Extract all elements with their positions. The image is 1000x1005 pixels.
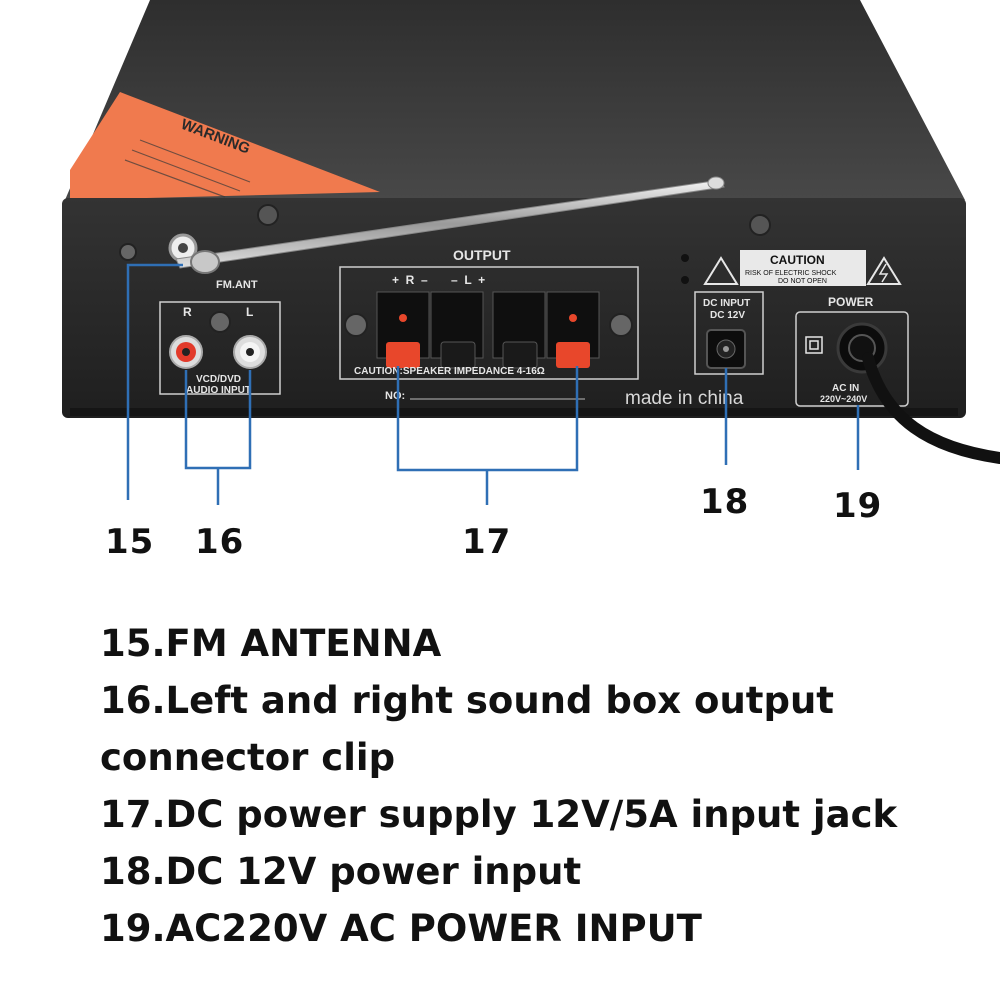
legend-item-15: 15.FM ANTENNA xyxy=(100,622,442,665)
indicator-led-1 xyxy=(681,254,689,262)
speaker-terminals xyxy=(376,291,600,359)
dc-input-label-2: DC 12V xyxy=(710,310,745,321)
leader-lines xyxy=(126,263,860,505)
audio-input-label-1: VCD/DVD xyxy=(196,374,241,385)
rca-left-pin xyxy=(246,348,254,356)
callout-18: 18 xyxy=(700,482,750,522)
caution-title: CAUTION xyxy=(770,253,825,267)
chassis-top xyxy=(65,0,965,200)
dc-input-jack-pin xyxy=(723,346,729,352)
legend-item-19: 19.AC220V AC POWER INPUT xyxy=(100,907,702,950)
speaker-clip-right[interactable] xyxy=(386,342,420,368)
output-frame xyxy=(339,266,639,380)
power-label: POWER xyxy=(828,295,874,309)
dc-input-frame xyxy=(694,291,764,375)
made-in-label: made in china xyxy=(625,388,744,409)
ac-range-label: 220V~240V xyxy=(820,394,867,404)
speaker-clip-black-1[interactable] xyxy=(440,341,476,369)
ac-in-label: AC IN xyxy=(832,383,859,394)
double-insulation-icon-inner xyxy=(809,340,819,350)
caution-line-2: DO NOT OPEN xyxy=(778,278,827,285)
legend-list: 15.FM ANTENNA 16.Left and right sound bo… xyxy=(100,615,980,957)
caution-speaker-label: CAUTION:SPEAKER IMPEDANCE 4-16Ω xyxy=(354,366,545,377)
lightning-bolt-icon xyxy=(878,263,889,283)
hazard-triangle-right xyxy=(866,256,902,285)
legend-item-17: 17.DC power supply 12V/5A input jack xyxy=(100,793,898,836)
legend-item-16-cont: connector clip xyxy=(100,736,396,779)
rca-right-pin xyxy=(182,348,190,356)
power-frame xyxy=(795,311,909,407)
fm-antenna-tip xyxy=(707,176,725,190)
speaker-clip-left[interactable] xyxy=(556,342,590,368)
output-heading: OUTPUT xyxy=(453,247,511,263)
channel-l-label: L xyxy=(246,305,253,319)
legend-item-18: 18.DC 12V power input xyxy=(100,850,582,893)
hazard-triangle-left xyxy=(703,256,739,285)
channel-r-label: R xyxy=(183,305,192,319)
ac-power-cord xyxy=(862,352,1000,464)
callout-15: 15 xyxy=(105,522,155,562)
panel-bottom-edge xyxy=(70,408,958,416)
audio-input-label-2: AUDIO INPUT xyxy=(186,385,251,396)
output-polarity-labels: + R – – L + xyxy=(392,273,485,287)
panel-screws xyxy=(119,204,771,337)
dc-input-label-1: DC INPUT xyxy=(703,298,750,309)
callout-16: 16 xyxy=(195,522,245,562)
serial-no-label: NO: xyxy=(385,390,405,402)
audio-input-frame xyxy=(159,301,281,395)
callout-19: 19 xyxy=(833,486,883,526)
speaker-clip-black-2[interactable] xyxy=(502,341,538,369)
warning-sticker-fineprint xyxy=(124,139,251,198)
indicator-led-2 xyxy=(681,276,689,284)
fm-antenna-jack-core xyxy=(178,243,188,253)
fm-ant-label: FM.ANT xyxy=(216,279,258,291)
callout-17: 17 xyxy=(462,522,512,562)
caution-line-1: RISK OF ELECTRIC SHOCK xyxy=(745,270,837,277)
warning-sticker xyxy=(70,92,380,200)
fm-antenna-base xyxy=(190,250,220,274)
leader-line-15 xyxy=(126,263,183,500)
caution-box xyxy=(740,250,866,286)
legend-item-16: 16.Left and right sound box output xyxy=(100,679,834,722)
double-insulation-icon xyxy=(805,336,823,354)
